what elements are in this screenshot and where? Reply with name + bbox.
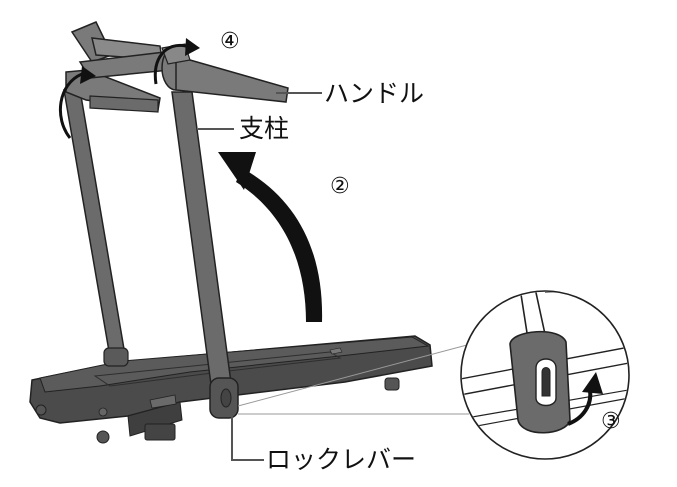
lock-lever-label: ロックレバー	[266, 445, 417, 474]
step-2-marker: ②	[330, 174, 350, 199]
zoom-detail	[460, 290, 630, 460]
console	[70, 21, 171, 79]
step-4-marker: ④	[220, 29, 240, 54]
handle-label: ハンドル	[324, 79, 425, 108]
step-3-marker: ③	[601, 409, 621, 434]
left-column	[63, 69, 161, 367]
column-label: 支柱	[239, 114, 290, 143]
rotate-arrows	[58, 38, 200, 139]
lift-arrow	[218, 152, 323, 322]
right-column	[161, 43, 289, 419]
zoom-lines	[237, 344, 469, 415]
leader-lines	[198, 92, 322, 461]
